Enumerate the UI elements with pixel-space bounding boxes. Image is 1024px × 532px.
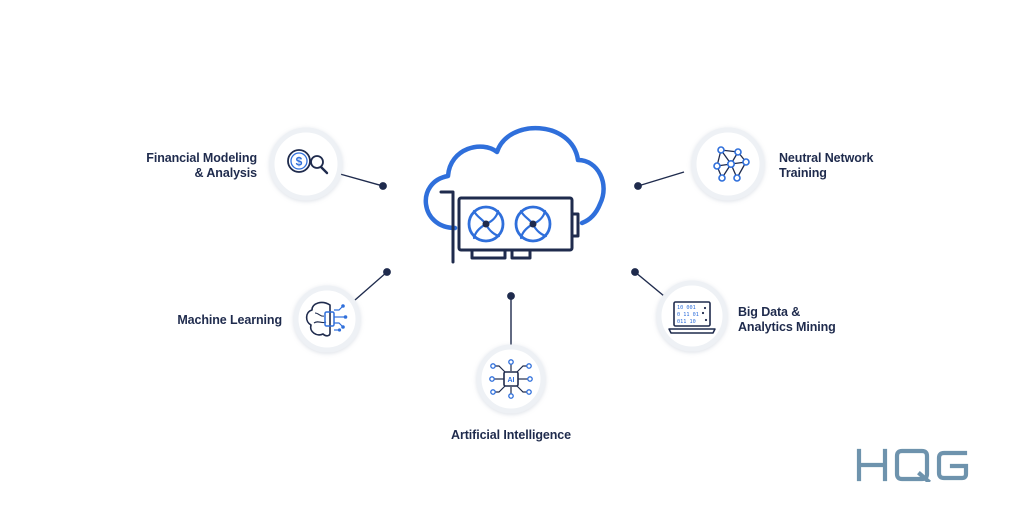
node-neural bbox=[691, 127, 765, 201]
svg-text:0 11 01: 0 11 01 bbox=[677, 312, 699, 318]
label-ai-line1: Artificial Intelligence bbox=[451, 428, 571, 442]
label-neural-line1: Neutral Network bbox=[779, 151, 874, 165]
label-bigdata: Big Data & Analytics Mining bbox=[738, 305, 836, 335]
connector-dot-neural bbox=[634, 182, 642, 190]
dollar-magnifier-icon: $ bbox=[287, 149, 329, 175]
node-ml bbox=[293, 285, 361, 353]
connector-dot-ml bbox=[383, 268, 391, 276]
connector-financial bbox=[339, 173, 384, 187]
cloud-gpu-icon bbox=[423, 126, 606, 264]
label-ml-line1: Machine Learning bbox=[177, 313, 282, 327]
ai-chip-icon: AI bbox=[489, 359, 533, 399]
connector-dot-bigdata bbox=[631, 268, 639, 276]
brain-circuit-icon bbox=[305, 301, 348, 337]
label-neural-line2: Training bbox=[779, 166, 827, 180]
label-bigdata-line1: Big Data & bbox=[738, 305, 801, 319]
node-bigdata: 10 001 0 11 01 011 10 bbox=[656, 280, 728, 352]
node-financial: $ bbox=[269, 127, 343, 201]
label-neural: Neutral Network Training bbox=[779, 151, 873, 181]
connector-ml bbox=[354, 271, 388, 301]
connector-dot-ai bbox=[507, 292, 515, 300]
node-ai: AI bbox=[476, 344, 546, 414]
svg-text:$: $ bbox=[296, 155, 303, 169]
label-financial-line2: & Analysis bbox=[194, 166, 258, 180]
connector-dot-financial bbox=[379, 182, 387, 190]
hqg-logo bbox=[856, 448, 969, 482]
label-financial: Financial Modeling & Analysis bbox=[146, 151, 257, 181]
svg-text:011 10: 011 10 bbox=[677, 319, 696, 325]
svg-text:10 001: 10 001 bbox=[677, 305, 696, 311]
svg-text:AI: AI bbox=[508, 377, 515, 384]
label-financial-line1: Financial Modeling bbox=[146, 151, 257, 165]
label-bigdata-line2: Analytics Mining bbox=[738, 320, 836, 334]
connector-lines bbox=[339, 171, 685, 347]
label-ml: Machine Learning bbox=[177, 313, 282, 328]
label-ai: Artificial Intelligence bbox=[431, 428, 591, 443]
connector-bigdata bbox=[634, 271, 665, 297]
connector-neural bbox=[637, 171, 685, 187]
laptop-binary-icon: 10 001 0 11 01 011 10 bbox=[668, 301, 716, 334]
